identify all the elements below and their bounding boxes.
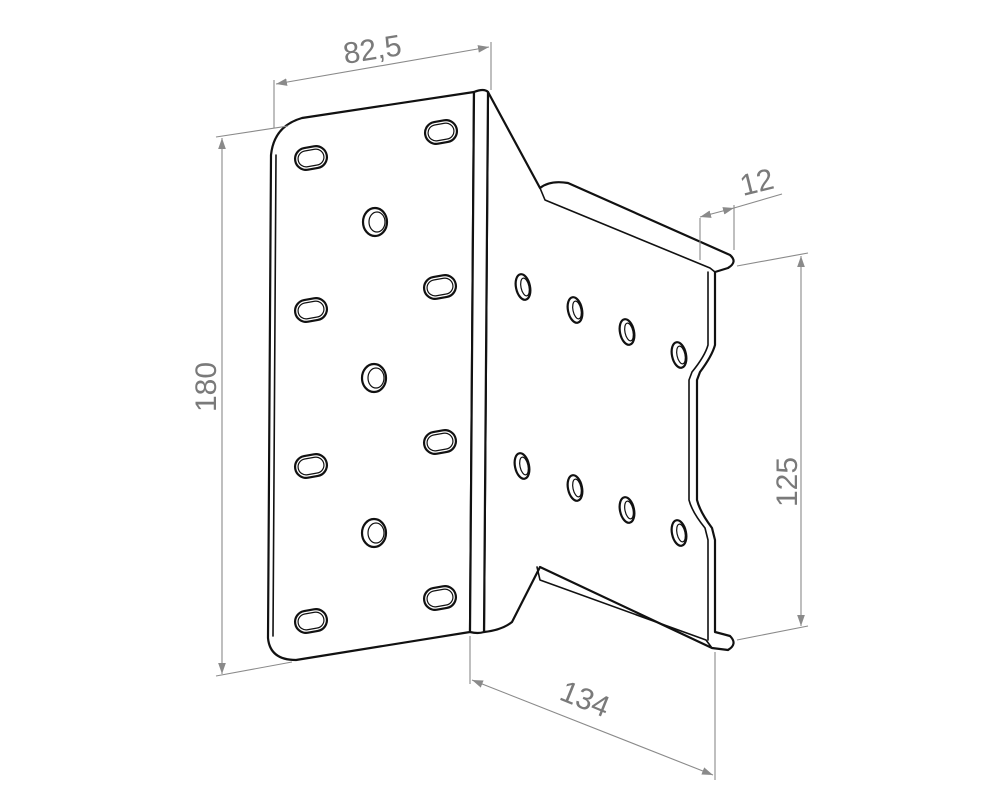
- slot-hole: [293, 145, 329, 171]
- side-hole: [670, 519, 688, 547]
- dimension-line: [471, 679, 714, 776]
- front-plate-slots: [293, 119, 459, 634]
- side-plate-bend: [688, 271, 709, 641]
- dimension-left-height: 180: [190, 125, 293, 677]
- dimension-flange: 12: [699, 163, 783, 260]
- slot-hole: [293, 453, 329, 479]
- dimension-leader: [733, 193, 783, 209]
- extension-line: [736, 625, 809, 641]
- slot-hole: [423, 119, 459, 145]
- slot-hole: [293, 297, 329, 323]
- extension-line: [215, 661, 293, 677]
- side-hole: [514, 273, 532, 301]
- top-flange-edge: [539, 187, 716, 273]
- side-plate: [482, 90, 735, 652]
- side-hole: [618, 496, 636, 524]
- dimension-top-width: 82,5: [273, 29, 492, 128]
- round-hole: [360, 517, 388, 549]
- dimension-right-height: 125: [736, 252, 809, 641]
- dimension-line: [275, 45, 490, 86]
- dimension-bottom-depth: 134: [469, 636, 716, 780]
- side-hole: [513, 452, 531, 480]
- dimension-label-width: 82,5: [341, 29, 404, 71]
- extension-line: [736, 252, 809, 267]
- dimension-label-height: 180: [190, 362, 223, 412]
- slot-hole: [293, 608, 329, 634]
- front-plate-inner-edge: [272, 154, 277, 637]
- front-plate-round-holes: [360, 206, 389, 549]
- bend-line: [468, 88, 490, 635]
- side-hole: [566, 296, 584, 324]
- slot-hole: [422, 429, 458, 455]
- slot-hole: [422, 274, 458, 300]
- side-hole: [670, 341, 688, 369]
- side-plate-holes: [513, 273, 688, 547]
- dimension-label-flange: 12: [737, 163, 777, 203]
- round-hole: [361, 206, 389, 238]
- angle-bracket: [266, 88, 735, 662]
- bottom-flange-edge: [536, 566, 713, 649]
- dimension-line: [699, 207, 735, 218]
- dimension-label-height-right: 125: [771, 457, 804, 507]
- round-hole: [360, 362, 388, 394]
- extension-line: [215, 125, 289, 138]
- side-hole: [618, 318, 636, 346]
- side-hole: [566, 474, 584, 502]
- slot-hole: [422, 585, 458, 611]
